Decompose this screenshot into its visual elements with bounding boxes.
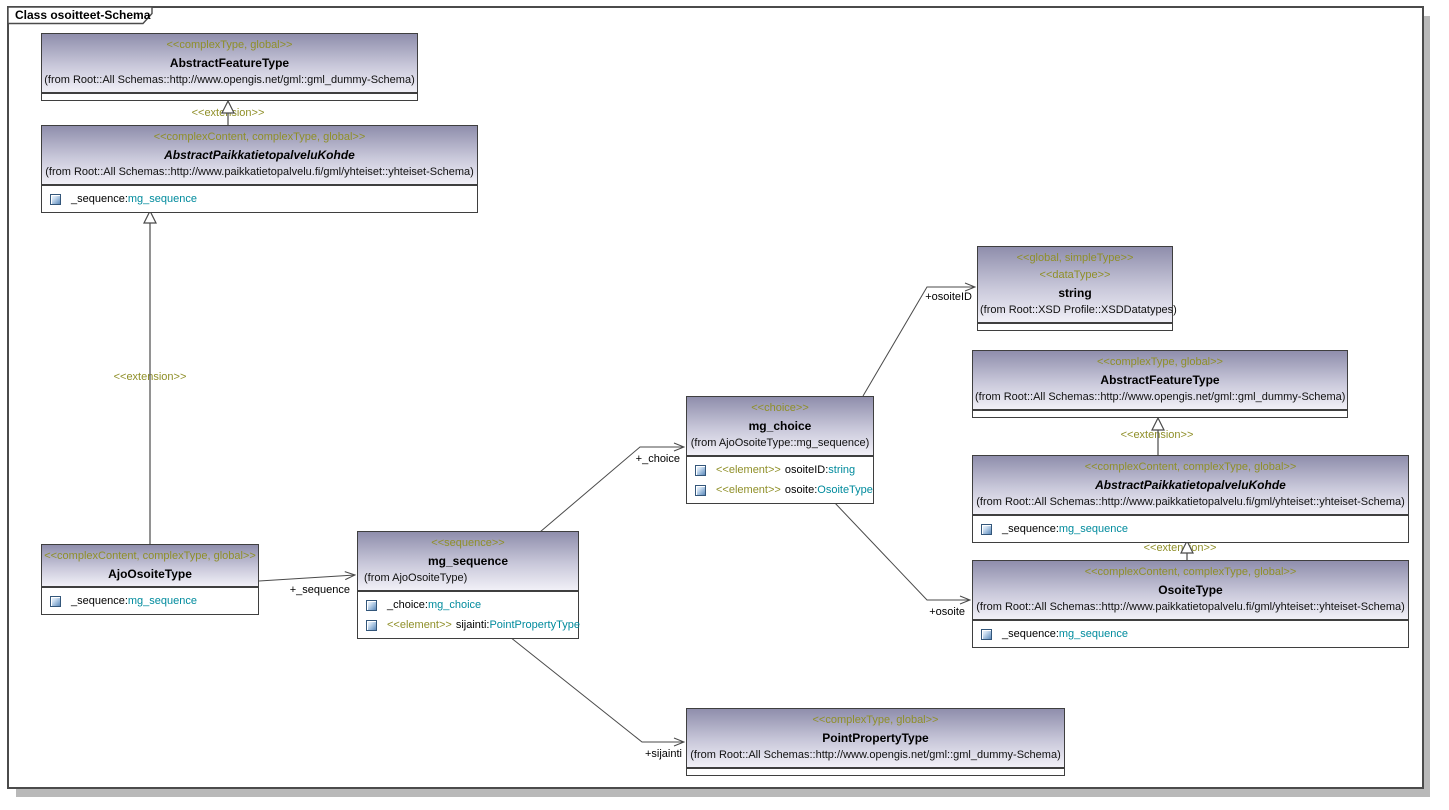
property-icon [50, 193, 61, 205]
class-origin: (from Root::XSD Profile::XSDDatatypes) [980, 304, 1177, 316]
role-label-sijainti[interactable]: +sijainti [645, 748, 682, 760]
attributes-compartment [42, 94, 417, 100]
attribute-row[interactable]: <<element>> osoite: OsoiteType [687, 480, 873, 500]
attribute-row[interactable]: <<element>> sijainti: PointPropertyType [358, 615, 580, 635]
class-stereotype: <<complexType, global>> [1097, 356, 1223, 368]
class-box-ajoosoitetype[interactable]: <<complexContent, complexType, global>> … [41, 544, 259, 615]
class-name: PointPropertyType [822, 731, 929, 745]
diagram-title: Class osoitteet-Schema [15, 8, 151, 22]
class-origin: (from AjoOsoiteType) [364, 572, 468, 584]
class-box-abstractfeaturetype-right[interactable]: <<complexType, global>> AbstractFeatureT… [972, 350, 1348, 418]
class-origin: (from Root::All Schemas::http://www.paik… [976, 601, 1405, 613]
class-box-abstractfeaturetype-top[interactable]: <<complexType, global>> AbstractFeatureT… [41, 33, 418, 101]
property-icon [981, 523, 992, 535]
class-header: <<complexContent, complexType, global>> … [42, 545, 258, 588]
class-name: AbstractPaikkatietopalveluKohde [164, 148, 355, 162]
property-icon [366, 619, 377, 631]
attribute-row[interactable]: _choice: mg_choice [358, 595, 578, 615]
attributes-compartment [978, 324, 1172, 330]
class-origin: (from Root::All Schemas::http://www.open… [690, 749, 1061, 761]
attributes-compartment [973, 411, 1347, 417]
class-box-mg-sequence[interactable]: <<sequence>> mg_sequence (from AjoOsoite… [357, 531, 580, 639]
class-header: <<complexContent, complexType, global>> … [973, 456, 1408, 516]
property-icon [366, 599, 377, 611]
class-stereotype: <<choice>> [751, 402, 809, 414]
class-name: AbstractFeatureType [1100, 373, 1220, 387]
class-name: AjoOsoiteType [108, 567, 192, 581]
class-box-string[interactable]: <<global, simpleType>> <<dataType>> stri… [977, 246, 1177, 331]
class-name: AbstractPaikkatietopalveluKohde [1095, 478, 1286, 492]
role-label-choice[interactable]: +_choice [635, 453, 680, 465]
class-name: mg_choice [748, 419, 812, 433]
class-box-osoitetype[interactable]: <<complexContent, complexType, global>> … [972, 560, 1409, 648]
class-stereotype: <<sequence>> [431, 537, 505, 549]
property-icon [695, 464, 706, 476]
class-stereotype: <<complexType, global>> [166, 39, 293, 51]
association-edge-choice-string[interactable] [862, 287, 975, 397]
class-header: <<complexType, global>> AbstractFeatureT… [42, 34, 417, 94]
class-origin: (from Root::All Schemas::http://www.paik… [45, 166, 474, 178]
class-name: AbstractFeatureType [169, 56, 290, 70]
class-box-mg-choice[interactable]: <<choice>> mg_choice (from AjoOsoiteType… [686, 396, 874, 504]
attributes-compartment: _sequence: mg_sequence [42, 186, 477, 212]
property-icon [695, 484, 706, 496]
class-stereotype: <<global, simpleType>> [1016, 252, 1134, 264]
attribute-row[interactable]: <<element>> osoiteID: string [687, 460, 873, 480]
class-stereotype: <<dataType>> [1039, 269, 1111, 281]
class-name: OsoiteType [1158, 583, 1223, 597]
attribute-row[interactable]: _sequence: mg_sequence [42, 591, 258, 611]
class-header: <<sequence>> mg_sequence (from AjoOsoite… [358, 532, 578, 592]
class-header: <<complexContent, complexType, global>> … [42, 126, 477, 186]
attributes-compartment: _choice: mg_choice <<element>> sijainti:… [358, 592, 580, 638]
class-header: <<choice>> mg_choice (from AjoOsoiteType… [687, 397, 873, 457]
class-box-abstractpaikkatietopalvelukohde-left[interactable]: <<complexContent, complexType, global>> … [41, 125, 478, 213]
class-stereotype: <<complexContent, complexType, global>> [44, 550, 256, 562]
class-box-pointpropertytype[interactable]: <<complexType, global>> PointPropertyTyp… [686, 708, 1065, 776]
association-edge-sequence-pointproperty[interactable] [509, 636, 684, 742]
attributes-compartment: _sequence: mg_sequence [973, 516, 1408, 542]
extension-label-right-lower[interactable]: <<extension>> [1143, 542, 1217, 554]
attribute-row[interactable]: _sequence: mg_sequence [42, 189, 477, 209]
role-label-sequence[interactable]: +_sequence [289, 584, 350, 596]
extension-label-mid-left[interactable]: <<extension>> [113, 371, 187, 383]
attribute-row[interactable]: _sequence: mg_sequence [973, 624, 1408, 644]
attributes-compartment: _sequence: mg_sequence [42, 588, 258, 614]
property-icon [50, 595, 61, 607]
class-origin: (from Root::All Schemas::http://www.open… [44, 74, 415, 86]
class-header: <<complexType, global>> AbstractFeatureT… [973, 351, 1347, 411]
attributes-compartment: <<element>> osoiteID: string <<element>>… [687, 457, 873, 503]
class-header: <<complexType, global>> PointPropertyTyp… [687, 709, 1064, 769]
association-edge-choice-osoitetype[interactable] [833, 501, 970, 600]
attributes-compartment: _sequence: mg_sequence [973, 621, 1408, 647]
role-label-osoite[interactable]: +osoite [929, 606, 965, 618]
attribute-row[interactable]: _sequence: mg_sequence [973, 519, 1408, 539]
class-stereotype: <<complexContent, complexType, global>> [153, 131, 366, 143]
class-origin: (from AjoOsoiteType::mg_sequence) [690, 437, 870, 449]
class-header: <<global, simpleType>> <<dataType>> stri… [978, 247, 1177, 324]
class-origin: (from Root::All Schemas::http://www.paik… [976, 496, 1405, 508]
class-name: mg_sequence [427, 554, 509, 568]
class-box-abstractpaikkatietopalvelukohde-right[interactable]: <<complexContent, complexType, global>> … [972, 455, 1409, 543]
class-origin: (from Root::All Schemas::http://www.open… [975, 391, 1346, 403]
class-name: string [1058, 286, 1092, 300]
association-edge-ajo-sequence[interactable] [258, 575, 355, 582]
frame-shadow-right [1423, 16, 1430, 797]
class-stereotype: <<complexContent, complexType, global>> [1084, 461, 1297, 473]
extension-label-right-upper[interactable]: <<extension>> [1120, 429, 1194, 441]
attributes-compartment [687, 769, 1064, 775]
frame-shadow-bottom [16, 788, 1430, 797]
class-stereotype: <<complexType, global>> [812, 714, 939, 726]
extension-label-top-left[interactable]: <<extension>> [191, 107, 265, 119]
class-stereotype: <<complexContent, complexType, global>> [1084, 566, 1297, 578]
property-icon [981, 628, 992, 640]
class-header: <<complexContent, complexType, global>> … [973, 561, 1408, 621]
role-label-osoiteID[interactable]: +osoiteID [925, 291, 972, 303]
